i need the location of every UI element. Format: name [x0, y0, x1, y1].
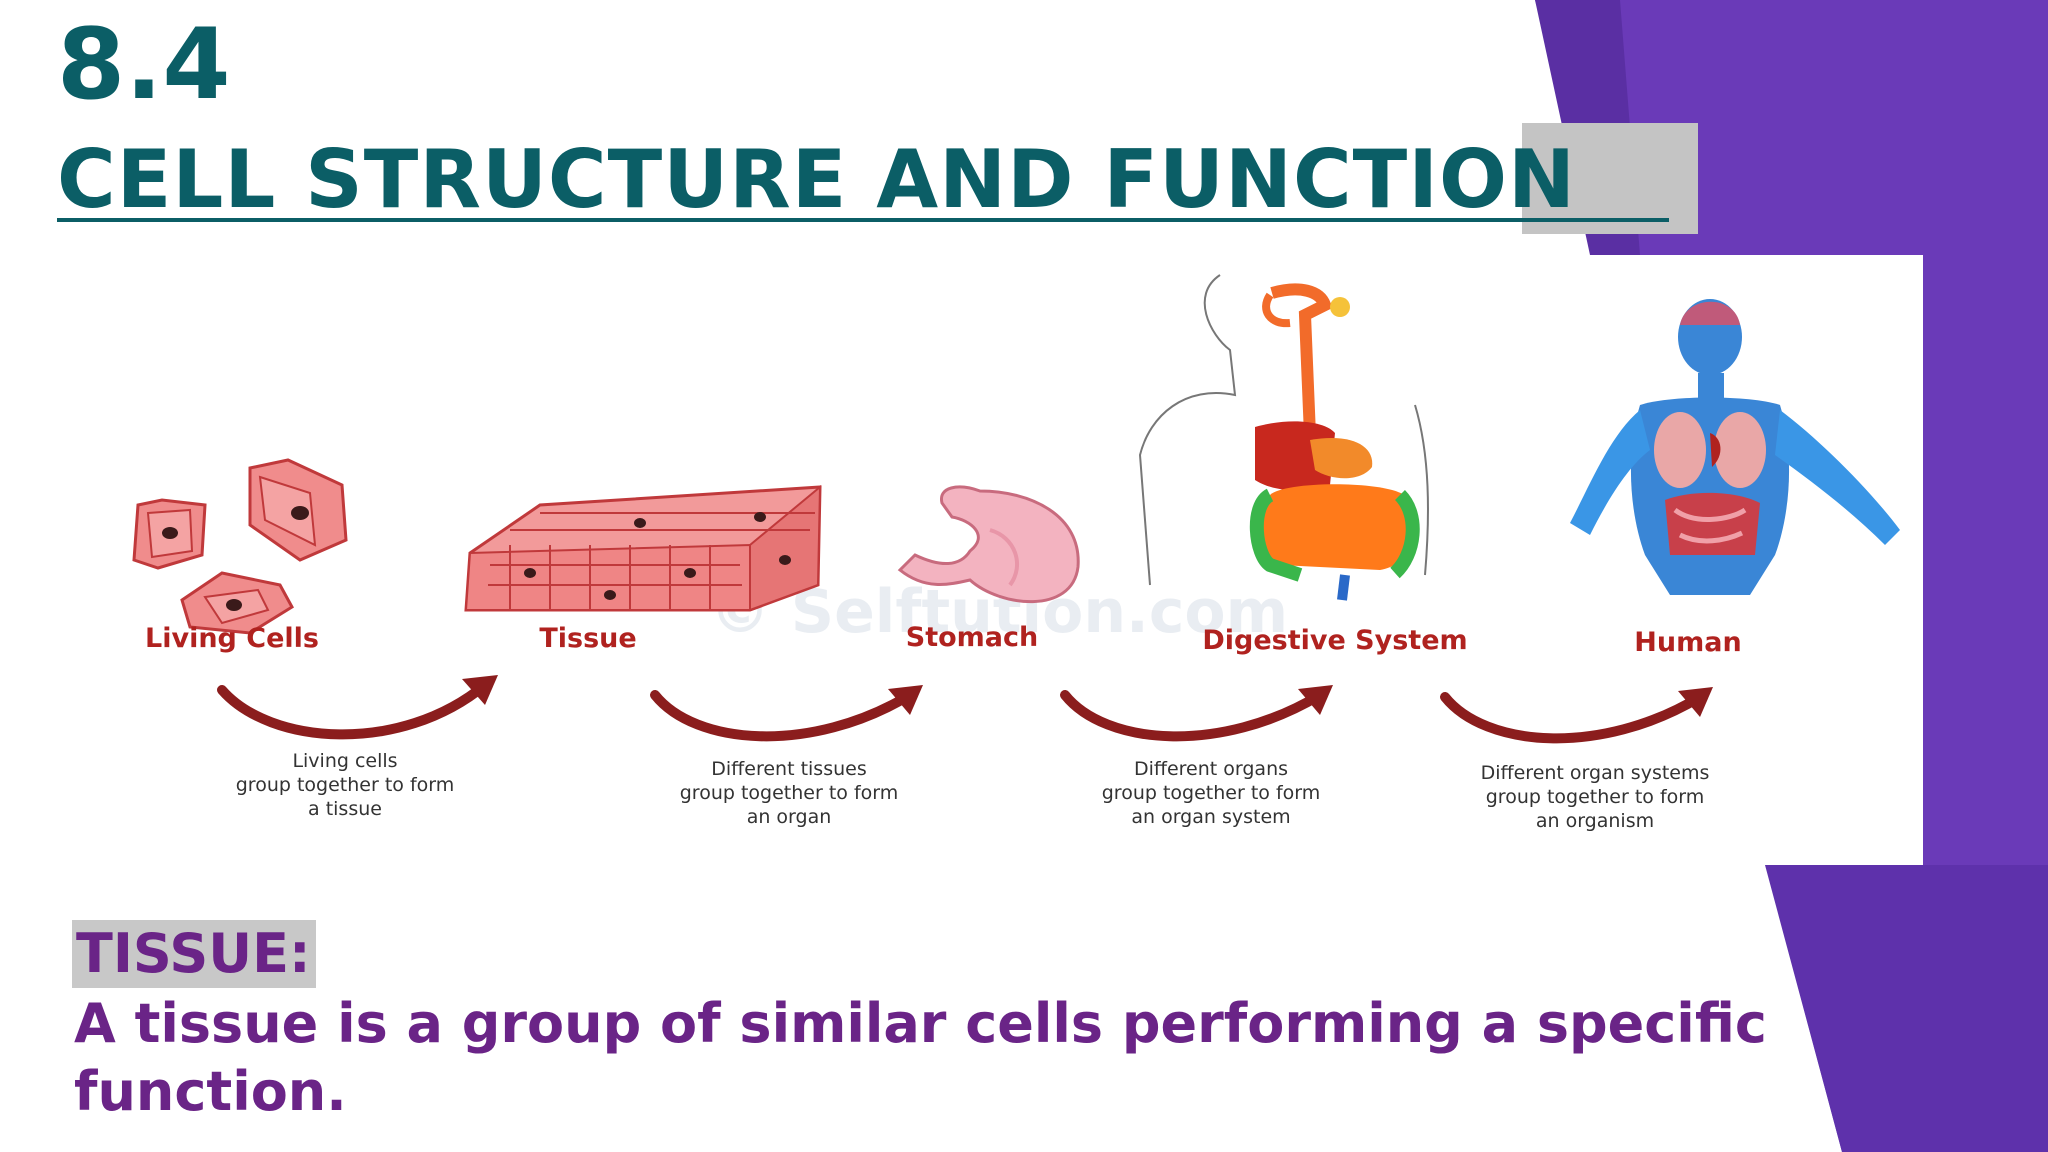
- stage-label-living-cells: Living Cells: [145, 623, 319, 654]
- stage-label-stomach: Stomach: [905, 622, 1039, 653]
- heading-highlight: [72, 920, 316, 988]
- stage-label-tissue: Tissue: [539, 623, 637, 654]
- step-caption-tissues-to-organ: Different tissues group together to form…: [679, 758, 899, 828]
- title-highlight: [1522, 123, 1698, 234]
- stage-label-human: Human: [1634, 627, 1742, 658]
- human-illustration: [1570, 299, 1900, 595]
- tissue-heading: TISSUE:: [76, 922, 311, 985]
- tissue-illustration: [464, 484, 822, 612]
- stomach-illustration: [897, 485, 1080, 604]
- step-arrowheads: [462, 675, 1713, 717]
- living-cells-illustration: [132, 458, 348, 635]
- tissue-definition: A tissue is a group of similar cells per…: [74, 992, 1767, 1123]
- levels-of-organization-diagram: © Selftution.com: [110, 255, 1923, 865]
- step-arrows: [217, 680, 1705, 744]
- section-number: 8.4: [57, 8, 231, 122]
- step-caption-systems-to-organism: Different organ systems group together t…: [1480, 762, 1710, 832]
- step-caption-cells-to-tissue: Living cells group together to form a ti…: [235, 750, 455, 820]
- title-underline: [57, 218, 1669, 222]
- digestive-system-illustration: [1138, 274, 1429, 601]
- diagram-illustrations: [132, 274, 1900, 744]
- stage-label-digestive-system: Digestive System: [1202, 625, 1468, 656]
- section-title: CELL STRUCTURE AND FUNCTION: [57, 133, 1576, 226]
- step-caption-organs-to-system: Different organs group together to form …: [1101, 758, 1321, 828]
